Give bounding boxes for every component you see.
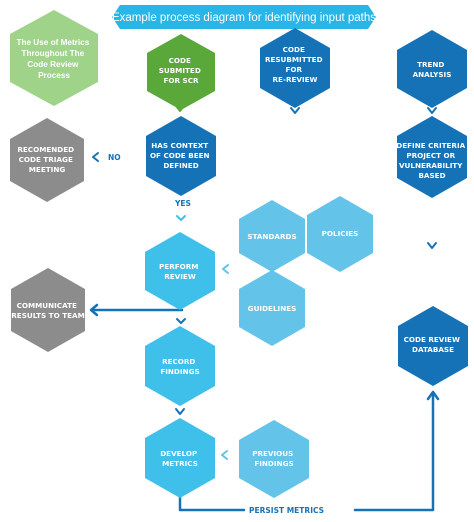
- arrow-trend-to-criteria: [427, 107, 437, 114]
- svg-text:STANDARDS: STANDARDS: [247, 232, 296, 241]
- arrow-resubmit-down: [290, 107, 300, 114]
- arrow-record-to-metrics: [175, 408, 185, 415]
- arrow-context-to-review: [176, 215, 186, 221]
- arrow-standards-to-review: [222, 264, 229, 274]
- svg-text:TREND ANALYSIS: TREND ANALYSIS: [413, 60, 452, 79]
- node-text: The Use of Metrics Throughout The Code R…: [16, 38, 91, 80]
- hexagon-code-submitted: CODE SUBMITED FOR SCR: [147, 34, 215, 110]
- hexagon-record-findings: RECORD FINDINGS: [145, 326, 215, 406]
- arrow-criteria-down: [427, 242, 437, 249]
- arrow-previous-to-metrics: [221, 450, 228, 460]
- svg-text:DEFINE CRITERIA PROJEC: DEFINE CRITERIA PROJECT OR VULNERABILITY…: [396, 141, 467, 180]
- svg-text:RECORD FINDINGS: RECORD FINDINGS: [160, 357, 199, 376]
- hexagon-previous-findings: PREVIOUS FINDINGS: [239, 420, 309, 498]
- svg-text:PERFORM REVIEW: PERFORM REVIEW: [159, 262, 201, 281]
- hexagon-triage-meeting: RECOMENDED CODE TRIAGE MEETING: [10, 118, 84, 202]
- svg-text:CODE SUBMITED: CODE SUBMITED FOR SCR: [159, 56, 204, 85]
- label-yes: YES: [174, 199, 191, 208]
- svg-text:HAS CONTEXT OF CODE BE: HAS CONTEXT OF CODE BEEN DEFINED: [150, 141, 212, 170]
- label-persist-metrics: PERSIST METRICS: [249, 506, 324, 515]
- hexagon-code-review-database: CODE REVIEW DATABASE: [398, 306, 468, 386]
- hexagon-guidelines: GUIDELINES: [239, 270, 305, 346]
- svg-text:GUIDELINES: GUIDELINES: [248, 304, 297, 313]
- title-banner: Example process diagram for identifying …: [112, 5, 376, 29]
- hexagon-define-criteria: DEFINE CRITERIA PROJECT OR VULNERABILITY…: [396, 116, 467, 198]
- svg-text:CODE REVIEW DATABASE: CODE REVIEW DATABASE: [404, 335, 463, 354]
- svg-text:COMMUNICATE RESULTS TO: COMMUNICATE RESULTS TO TEAM: [11, 301, 84, 320]
- arrow-context-to-triage: [92, 152, 99, 162]
- svg-text:PREVIOUS FINDINGS: PREVIOUS FINDINGS: [252, 449, 296, 468]
- svg-text:RECOMENDED CODE TRIAGE: RECOMENDED CODE TRIAGE MEETING: [17, 145, 76, 174]
- diagram-title: Example process diagram for identifying …: [112, 12, 376, 24]
- hexagon-standards: STANDARDS: [239, 200, 305, 272]
- hexagon-develop-metrics: DEVELOP METRICS: [145, 418, 215, 498]
- svg-text:CODE RESUBMITTED: CODE RESUBMITTED FOR RE-REVIEW: [265, 45, 325, 84]
- hexagon-has-context: HAS CONTEXT OF CODE BEEN DEFINED: [146, 116, 216, 196]
- arrowhead-communicate: [89, 303, 99, 317]
- label-no: NO: [108, 153, 121, 162]
- hexagon-policies: POLICIES: [307, 196, 373, 272]
- svg-text:POLICIES: POLICIES: [322, 229, 359, 238]
- arrow-review-to-record: [176, 318, 186, 324]
- hexagon-trend-analysis: TREND ANALYSIS: [397, 30, 467, 108]
- hexagon-communicate-results: COMMUNICATE RESULTS TO TEAM: [11, 268, 85, 352]
- arrowhead-database: [426, 390, 440, 401]
- hexagon-perform-review: PERFORM REVIEW: [145, 232, 215, 310]
- hexagon-code-resubmitted: CODE RESUBMITTED FOR RE-REVIEW: [260, 28, 330, 108]
- svg-text:DEVELOP METRICS: DEVELOP METRICS: [160, 449, 200, 468]
- hexagon-metrics-process: The Use of Metrics Throughout The Code R…: [10, 10, 98, 106]
